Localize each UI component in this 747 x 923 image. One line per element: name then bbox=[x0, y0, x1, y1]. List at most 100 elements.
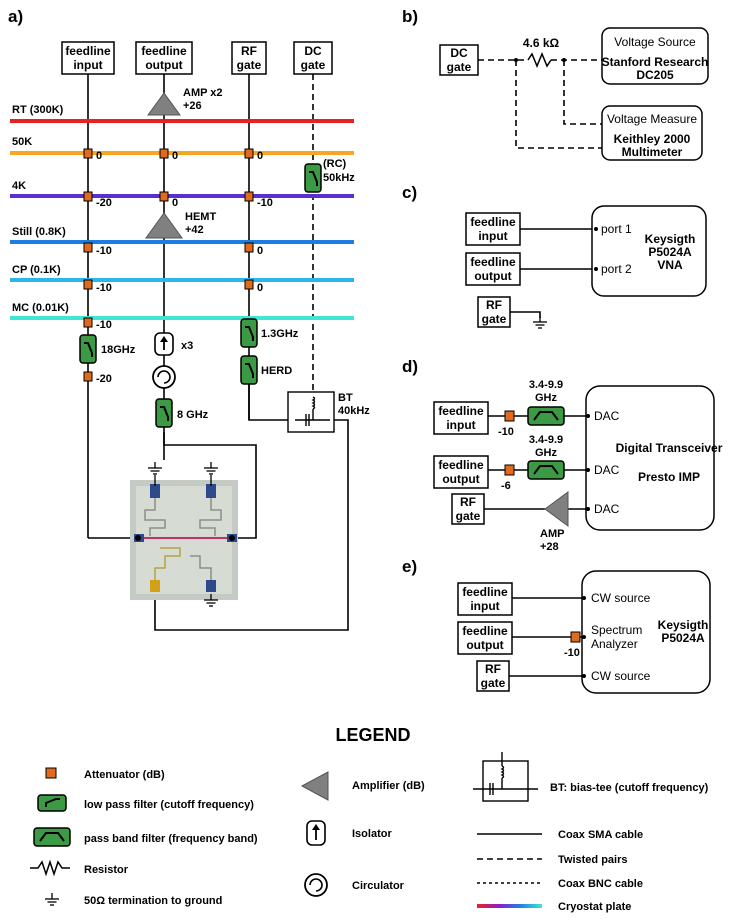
c-feedline-input-box: feedline input bbox=[465, 212, 521, 246]
feedline-input-label-1: feedline bbox=[65, 44, 111, 58]
d-fo-2: output bbox=[442, 472, 479, 486]
e-feedline-output-box: feedline output bbox=[457, 621, 513, 655]
low-pass-filter-1-3ghz bbox=[240, 318, 258, 348]
c-fi-2: input bbox=[478, 229, 507, 243]
bt-to-chip bbox=[154, 419, 349, 631]
attenuator bbox=[83, 242, 93, 253]
legend-title: LEGEND bbox=[335, 725, 410, 745]
legend-amplifier-icon bbox=[300, 771, 329, 801]
legend-isolator-icon bbox=[306, 820, 326, 846]
legend-low-pass-icon bbox=[37, 794, 67, 812]
attenuator bbox=[244, 242, 254, 253]
feedline-output-box: feedline output bbox=[135, 41, 193, 75]
vna-box: port 1 port 2 Keysigth P5024A VNA bbox=[591, 205, 707, 297]
att-output-1: 0 bbox=[172, 197, 178, 209]
plate-cp-label: CP (0.1K) bbox=[12, 264, 61, 276]
band-pass-filter bbox=[527, 406, 565, 426]
herd-label: HERD bbox=[261, 365, 292, 377]
resistor-value: 4.6 kΩ bbox=[523, 36, 560, 50]
voltage-source-box: Voltage Source Stanford Research DC205 bbox=[601, 27, 709, 85]
e-cw1: CW source bbox=[591, 591, 651, 605]
legend-bias-tee: BT: bias-tee (cutoff frequency) bbox=[550, 782, 709, 794]
legend-attenuator-icon bbox=[45, 767, 57, 779]
plate-rt-label: RT (300K) bbox=[12, 104, 64, 116]
d-amplifier bbox=[544, 491, 569, 527]
hemt-label-2: +42 bbox=[185, 224, 204, 236]
filter-18-label: 18GHz bbox=[101, 344, 136, 356]
e-rf-1: RF bbox=[485, 662, 501, 676]
low-pass-filter-8ghz bbox=[155, 398, 173, 428]
rc-filter-label-1: (RC) bbox=[323, 158, 347, 170]
d-band2-1: 3.4-9.9 bbox=[529, 434, 563, 446]
d-fi-2: input bbox=[446, 418, 475, 432]
voltage-source-name-1: Stanford Research bbox=[602, 55, 709, 69]
voltage-source-title: Voltage Source bbox=[614, 35, 696, 49]
attenuator bbox=[244, 191, 254, 202]
bt-label-2: 40kHz bbox=[338, 405, 370, 417]
voltage-measure-box: Voltage Measure Keithley 2000 Multimeter bbox=[601, 105, 703, 161]
e-fo-1: feedline bbox=[462, 624, 508, 638]
ground-termination-icon bbox=[203, 461, 219, 475]
legend-coax-sma: Coax SMA cable bbox=[558, 829, 643, 841]
attenuator bbox=[504, 464, 515, 476]
b-measure-lead-1 bbox=[515, 60, 602, 149]
d-att-in: -10 bbox=[498, 426, 514, 438]
att-rf-3: 0 bbox=[257, 282, 263, 294]
attenuator bbox=[159, 148, 169, 159]
legend-circulator-icon bbox=[304, 873, 328, 897]
feedline-output-label-1: feedline bbox=[141, 44, 187, 58]
att-rf-2: 0 bbox=[257, 245, 263, 257]
attenuator bbox=[159, 191, 169, 202]
e-spec-2: Analyzer bbox=[591, 637, 638, 651]
att-input-3: -10 bbox=[96, 282, 112, 294]
c-fo-2: output bbox=[474, 269, 511, 283]
c-rf-2: gate bbox=[482, 312, 507, 326]
d-device-2: Presto IMP bbox=[638, 470, 700, 484]
rf-gate-box: RF gate bbox=[231, 41, 267, 75]
legend-attenuator: Attenuator (dB) bbox=[84, 769, 165, 781]
isolator-icon bbox=[154, 332, 174, 356]
panel-b-label: b) bbox=[402, 7, 418, 26]
legend-isolator: Isolator bbox=[352, 828, 392, 840]
e-spec-1: Spectrum bbox=[591, 623, 642, 637]
c-port2: port 2 bbox=[601, 262, 632, 276]
d-dac-3: DAC bbox=[594, 502, 620, 516]
d-dac-2: DAC bbox=[594, 463, 620, 477]
ground-termination-icon bbox=[147, 461, 163, 475]
d-device-1: Digital Transceiver bbox=[616, 441, 723, 455]
d-dac-1: DAC bbox=[594, 409, 620, 423]
legend-termination: 50Ω termination to ground bbox=[84, 895, 222, 907]
att-rf-1: -10 bbox=[257, 197, 273, 209]
dc-gate-label-1: DC bbox=[304, 44, 322, 58]
e-fi-1: feedline bbox=[462, 585, 508, 599]
panel-c-label: c) bbox=[402, 183, 417, 202]
voltage-source-name-2: DC205 bbox=[636, 68, 674, 82]
plate-4k-label: 4K bbox=[12, 180, 26, 192]
e-att: -10 bbox=[564, 647, 580, 659]
attenuator bbox=[244, 148, 254, 159]
c-vna-3: VNA bbox=[657, 258, 683, 272]
legend-band-pass-icon bbox=[33, 827, 71, 847]
d-band2-2: GHz bbox=[535, 447, 558, 459]
amp-rt-label-1: AMP x2 bbox=[183, 87, 223, 99]
legend-circulator: Circulator bbox=[352, 880, 405, 892]
legend-resistor: Resistor bbox=[84, 864, 129, 876]
attenuator bbox=[83, 279, 93, 290]
hemt-amplifier bbox=[145, 212, 183, 239]
cryostat-plates: RT (300K) 50K 4K Still (0.8K) CP (0.1K) … bbox=[10, 104, 354, 320]
e-cw2: CW source bbox=[591, 669, 651, 683]
b-dc-gate-box: DC gate bbox=[439, 44, 479, 76]
feedline-output-label-2: output bbox=[145, 58, 182, 72]
att-input-4: -10 bbox=[96, 319, 112, 331]
rf-gate-label-1: RF bbox=[241, 44, 257, 58]
hemt-label-1: HEMT bbox=[185, 211, 216, 223]
d-rf-1: RF bbox=[460, 495, 476, 509]
bt-label-1: BT bbox=[338, 392, 353, 404]
attenuator bbox=[570, 631, 581, 643]
b-dc-gate-2: gate bbox=[447, 60, 472, 74]
d-rf-2: gate bbox=[456, 509, 481, 523]
attenuator bbox=[83, 371, 93, 382]
attenuator bbox=[83, 148, 93, 159]
attenuator bbox=[83, 191, 93, 202]
c-rf-gate-box: RF gate bbox=[477, 296, 511, 328]
